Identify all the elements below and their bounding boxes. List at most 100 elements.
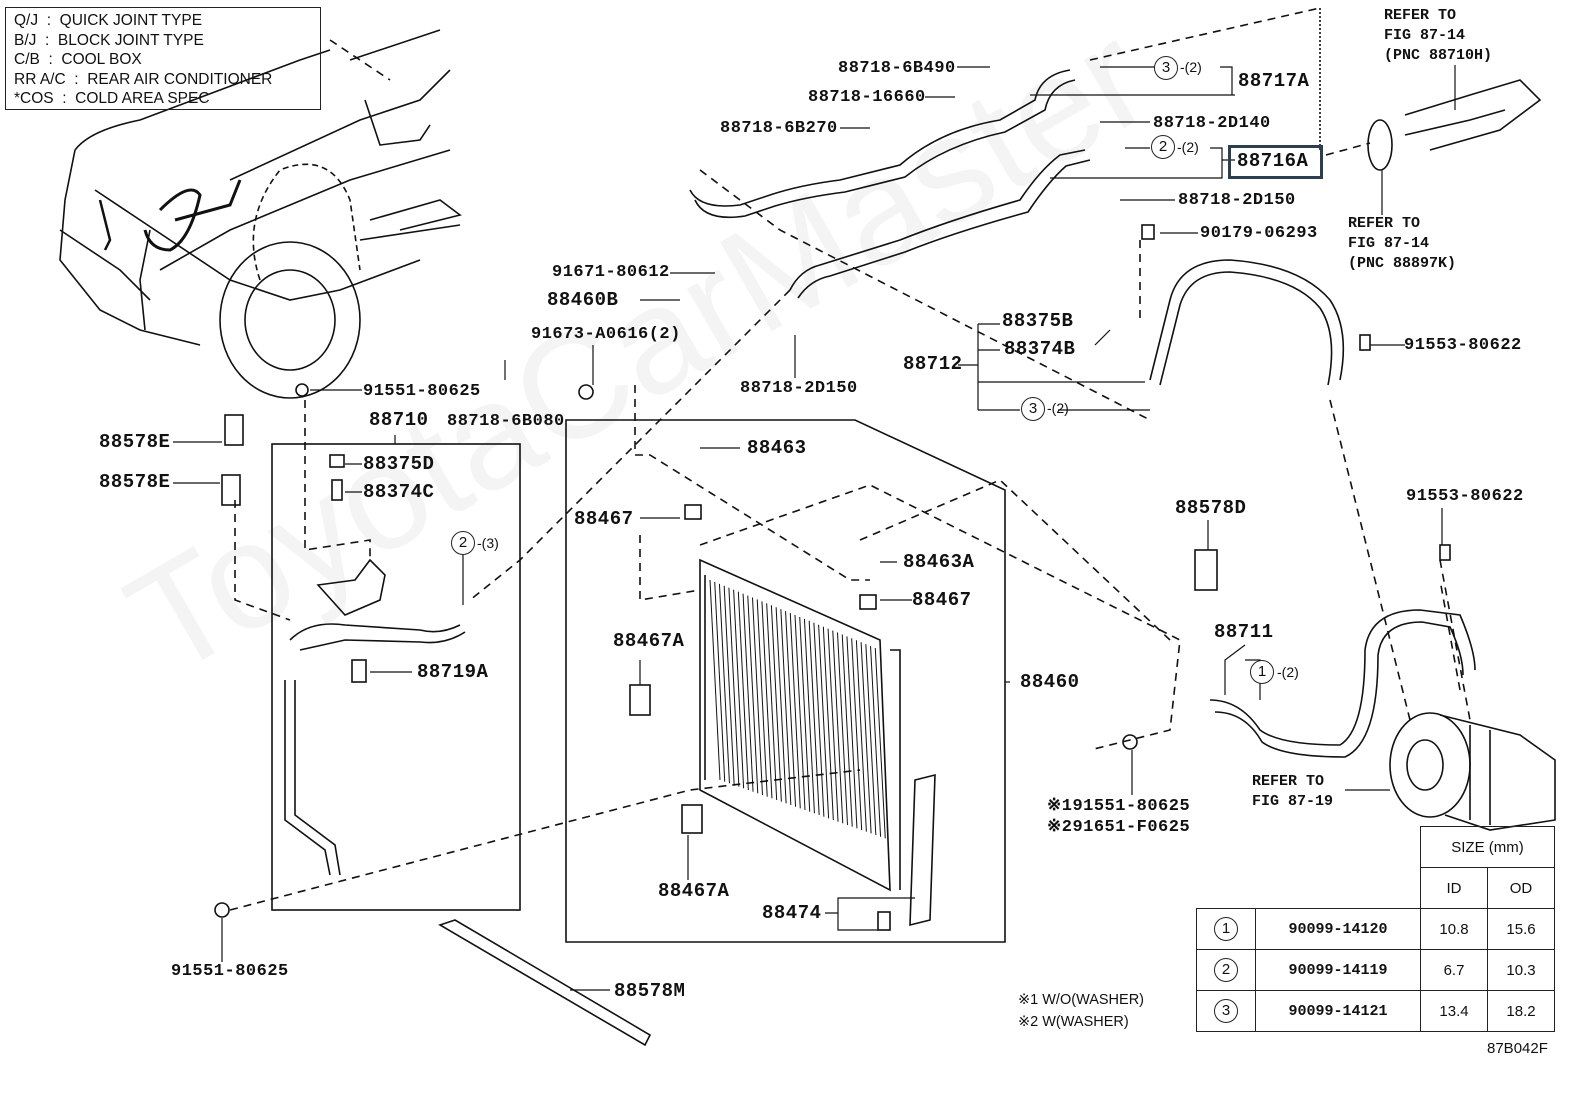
part-label-91551-80625[interactable]: 91551-80625 — [171, 962, 289, 981]
part-label-88718-6B270[interactable]: 88718-6B270 — [720, 119, 838, 138]
table-row: 3 90099-14121 13.4 18.2 — [1196, 990, 1555, 1032]
part-label-88460[interactable]: 88460 — [1020, 671, 1080, 693]
part-label-88718-6B490[interactable]: 88718-6B490 — [838, 59, 956, 78]
part-label-88463A[interactable]: 88463A — [903, 551, 975, 573]
part-label-88712[interactable]: 88712 — [903, 353, 963, 375]
oring-callout-1[interactable]: 1 — [1250, 660, 1274, 684]
legend-item: C/B : COOL BOX — [14, 51, 142, 68]
part-label-91551-80625[interactable]: 91551-80625 — [363, 382, 481, 401]
table-row: 1 90099-14120 10.8 15.6 — [1196, 908, 1555, 950]
col-od: OD — [1487, 867, 1555, 909]
part-label-191551-80625[interactable]: ※191551-80625 — [1047, 797, 1191, 816]
condenser-fin — [851, 638, 863, 831]
part-label-91553-80622[interactable]: 91553-80622 — [1406, 487, 1524, 506]
condenser-fin — [733, 589, 745, 789]
refer-to-fig-87-14-88897K[interactable]: REFER TO FIG 87-14 (PNC 88897K) — [1348, 215, 1457, 272]
condenser-fin — [870, 646, 882, 837]
part-label-88375D[interactable]: 88375D — [363, 453, 435, 475]
part-label-88467A[interactable]: 88467A — [658, 880, 730, 902]
part-label-90179-06293[interactable]: 90179-06293 — [1200, 224, 1318, 243]
oring-callout-2[interactable]: 2 — [1151, 135, 1175, 159]
part-label-88578M[interactable]: 88578M — [614, 980, 686, 1002]
condenser-fin — [770, 605, 782, 802]
condenser-fin — [752, 597, 763, 796]
refer-to-fig-87-19[interactable]: REFER TO FIG 87-19 — [1252, 773, 1334, 810]
outer-diameter: 10.3 — [1487, 949, 1555, 991]
part-number[interactable]: 90099-14120 — [1255, 908, 1421, 950]
part-label-88718-2D140[interactable]: 88718-2D140 — [1153, 114, 1271, 133]
part-label-88717A[interactable]: 88717A — [1238, 70, 1310, 92]
part-label-88467A[interactable]: 88467A — [613, 630, 685, 652]
part-label-88578D[interactable]: 88578D — [1175, 497, 1247, 519]
part-label-88711[interactable]: 88711 — [1214, 621, 1274, 643]
part-label-88578E[interactable]: 88578E — [99, 471, 171, 493]
hose-88712 — [1149, 259, 1345, 386]
condenser-fin — [860, 642, 872, 834]
part-label-88463[interactable]: 88463 — [747, 437, 807, 459]
oring-qty: -(2) — [1047, 400, 1069, 416]
row-number: 1 — [1214, 917, 1238, 941]
oring-qty: -(2) — [1177, 139, 1199, 155]
oring-callout-3[interactable]: 3 — [1021, 397, 1045, 421]
hose-88711 — [1209, 609, 1476, 758]
vehicle-illustration — [59, 29, 462, 399]
part-label-91671-80612[interactable]: 91671-80612 — [552, 263, 670, 282]
legend-item: Q/J : QUICK JOINT TYPE — [14, 12, 203, 29]
condenser-fin — [846, 636, 858, 829]
legend-item: B/J : BLOCK JOINT TYPE — [14, 31, 204, 49]
part-label-88718-16660[interactable]: 88718-16660 — [808, 88, 926, 107]
figure-id: 87B042F — [1487, 1040, 1548, 1057]
part-label-91553-80622[interactable]: 91553-80622 — [1404, 336, 1522, 355]
condenser-fin — [832, 630, 844, 824]
condenser-fin — [818, 624, 830, 819]
outer-diameter: 18.2 — [1487, 990, 1555, 1032]
part-label-88460B[interactable]: 88460B — [547, 289, 619, 311]
part-label-88718-6B080[interactable]: 88718-6B080 — [447, 412, 565, 431]
part-label-88374C[interactable]: 88374C — [363, 481, 435, 503]
condenser-fin — [789, 613, 801, 809]
part-label-88718-2D150[interactable]: 88718-2D150 — [1178, 191, 1296, 210]
condenser-fin — [728, 587, 740, 787]
part-label-88474[interactable]: 88474 — [762, 902, 822, 924]
condenser-fin — [808, 620, 820, 816]
part-label-88374B[interactable]: 88374B — [1004, 338, 1076, 360]
hose-88717A — [689, 69, 1076, 219]
condenser-fin — [718, 583, 730, 784]
part-label-88719A[interactable]: 88719A — [417, 661, 489, 683]
condenser-fin — [822, 626, 834, 821]
abbreviation-legend: Q/J : QUICK JOINT TYPE B/J : BLOCK JOINT… — [5, 7, 321, 110]
condenser-fin — [756, 599, 768, 797]
oring-qty: -(2) — [1277, 664, 1299, 680]
condenser-fin — [761, 601, 773, 799]
part-label-88467[interactable]: 88467 — [912, 589, 972, 611]
part-label-88375B[interactable]: 88375B — [1002, 310, 1074, 332]
col-id: ID — [1420, 867, 1488, 909]
refer-to-fig-87-14-88710H[interactable]: REFER TO FIG 87-14 (PNC 88710H) — [1384, 7, 1493, 64]
oring-callout-3[interactable]: 3 — [1154, 56, 1178, 80]
part-number[interactable]: 90099-14121 — [1255, 990, 1421, 1032]
compressor — [1389, 712, 1556, 831]
condenser-fin — [837, 632, 848, 826]
assembly-box-88710 — [271, 443, 521, 911]
legend-item: *COS : COLD AREA SPEC — [14, 90, 210, 107]
part-label-88578E[interactable]: 88578E — [99, 431, 171, 453]
inner-diameter: 13.4 — [1420, 990, 1488, 1032]
part-label-88467[interactable]: 88467 — [574, 508, 634, 530]
washer-note-1: ※1 W/O(WASHER) — [1018, 992, 1144, 1008]
condenser-fin — [813, 622, 825, 817]
part-label-88718-2D150[interactable]: 88718-2D150 — [740, 379, 858, 398]
table-row: 2 90099-14119 6.7 10.3 — [1196, 949, 1555, 991]
condenser-fin — [737, 591, 749, 791]
part-number[interactable]: 90099-14119 — [1255, 949, 1421, 991]
part-label-91673-A0616[interactable]: 91673-A0616(2) — [531, 325, 681, 344]
part-label-88710[interactable]: 88710 — [369, 409, 429, 431]
condenser-fin — [714, 581, 726, 782]
oring-callout-2[interactable]: 2 — [451, 531, 475, 555]
condenser-fin — [723, 585, 735, 786]
part-label-291651-F0625[interactable]: ※291651-F0625 — [1047, 818, 1191, 837]
outer-diameter: 15.6 — [1487, 908, 1555, 950]
condenser-fin — [775, 607, 787, 804]
leader-lines — [173, 65, 1456, 991]
oring-qty: -(3) — [477, 535, 499, 551]
part-label-88716A[interactable]: 88716A — [1237, 150, 1309, 172]
